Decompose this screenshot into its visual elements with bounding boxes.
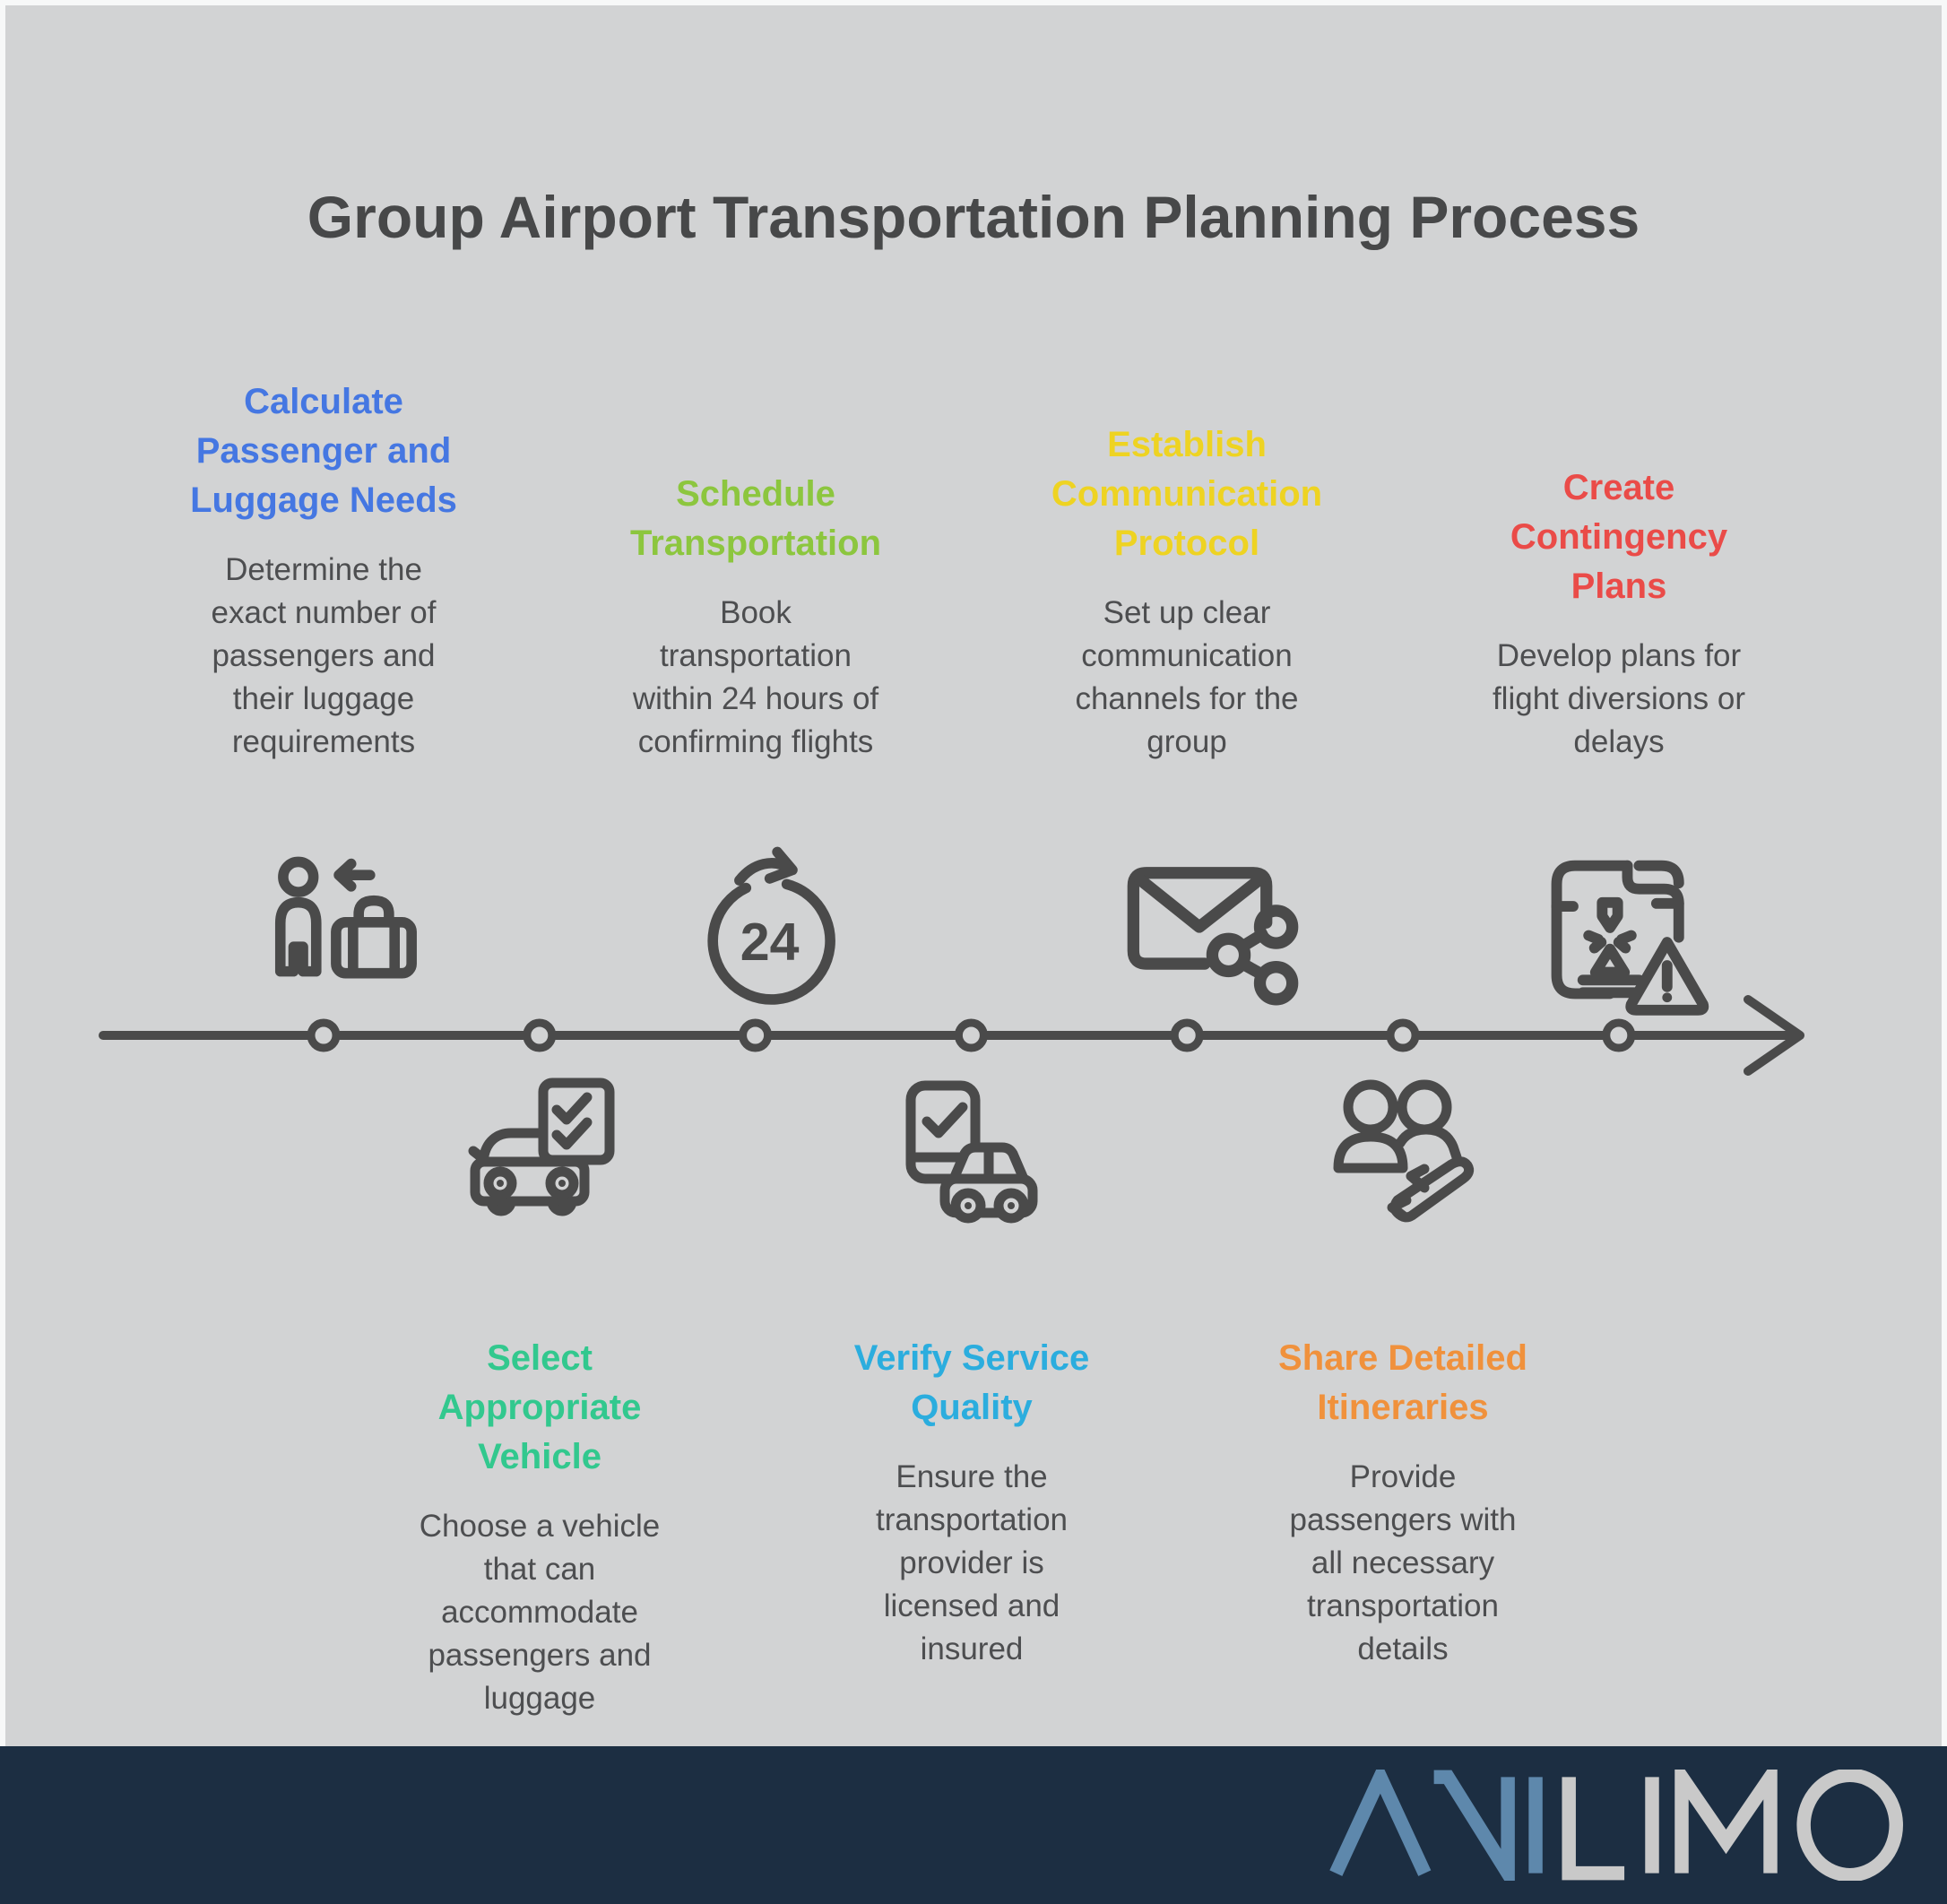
step-body: Choose a vehicle that can accommodate pa… bbox=[419, 1509, 661, 1716]
timeline-arrowhead-icon bbox=[1744, 995, 1804, 1076]
step-schedule-transportation: Schedule Transportation Book transportat… bbox=[567, 470, 944, 764]
timeline-dot bbox=[1386, 1018, 1420, 1052]
step-heading: Create Contingency Plans bbox=[1510, 468, 1728, 607]
step-heading: Verify Service Quality bbox=[853, 1338, 1090, 1427]
timeline-dot bbox=[739, 1018, 773, 1052]
step-body: Provide passengers with all necessary tr… bbox=[1289, 1459, 1517, 1666]
step-share-itineraries: Share Detailed Itineraries Provide passe… bbox=[1215, 1334, 1591, 1671]
step-body: Ensure the transportation provider is li… bbox=[875, 1459, 1069, 1666]
step-body: Set up clear communication channels for … bbox=[1075, 595, 1299, 760]
page-title: Group Airport Transportation Planning Pr… bbox=[307, 184, 1640, 250]
step-heading: Select Appropriate Vehicle bbox=[437, 1338, 642, 1476]
logo-blue-letters bbox=[1329, 1770, 1543, 1881]
timeline-dot bbox=[307, 1018, 341, 1052]
step-heading: Calculate Passenger and Luggage Needs bbox=[190, 382, 457, 521]
anilimo-logo bbox=[1329, 1770, 1903, 1881]
step-heading: Share Detailed Itineraries bbox=[1278, 1338, 1527, 1427]
canvas-background bbox=[5, 5, 1942, 1746]
logo-gray-letters bbox=[1562, 1770, 1903, 1881]
timeline-dot bbox=[1170, 1018, 1204, 1052]
step-communication-protocol: Establish Communication Protocol Set up … bbox=[999, 420, 1375, 764]
vehicle-checklist-icon bbox=[468, 1077, 615, 1216]
step-contingency-plans: Create Contingency Plans Develop plans f… bbox=[1431, 463, 1807, 764]
timeline bbox=[99, 995, 1804, 1076]
timeline-dot bbox=[1602, 1018, 1636, 1052]
step-body: Book transportation within 24 hours of c… bbox=[632, 595, 879, 760]
step-calculate-needs: Calculate Passenger and Luggage Needs De… bbox=[135, 377, 512, 764]
mail-share-icon bbox=[1127, 867, 1299, 1006]
phone-car-check-icon bbox=[905, 1080, 1038, 1224]
24-hours-icon: 24 bbox=[707, 846, 835, 1005]
timeline-dot bbox=[523, 1018, 557, 1052]
step-select-vehicle: Select Appropriate Vehicle Choose a vehi… bbox=[351, 1334, 728, 1720]
step-heading: Schedule Transportation bbox=[629, 474, 882, 564]
footer-bar bbox=[0, 1746, 1947, 1904]
clock-24-label: 24 bbox=[740, 912, 800, 972]
timeline-dots bbox=[307, 1018, 1636, 1052]
step-body: Determine the exact number of passengers… bbox=[211, 552, 437, 760]
step-heading: Establish Communication Protocol bbox=[1051, 425, 1323, 564]
group-plane-icon bbox=[1333, 1079, 1475, 1223]
timeline-dot bbox=[954, 1018, 988, 1052]
step-body: Develop plans for flight diversions or d… bbox=[1492, 638, 1746, 760]
step-verify-quality: Verify Service Quality Ensure the transp… bbox=[783, 1334, 1160, 1671]
passenger-luggage-icon bbox=[274, 856, 417, 979]
contingency-document-icon bbox=[1551, 860, 1709, 1016]
